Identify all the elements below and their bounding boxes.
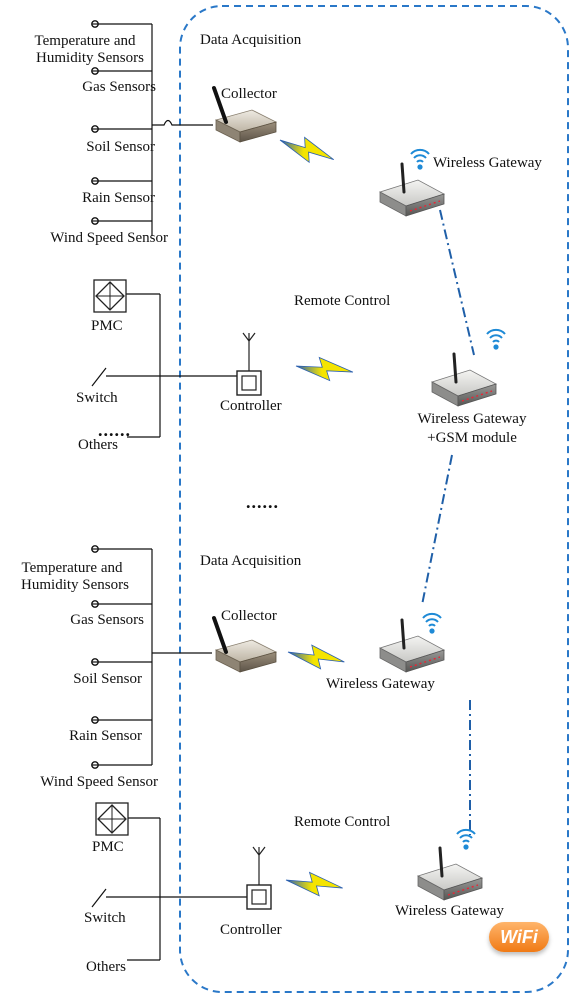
gsm-gateway-label-line2: +GSM module	[427, 430, 517, 446]
sensor-pin-temperature-1	[91, 20, 99, 28]
wifi-signal-icon-1	[410, 148, 430, 171]
sensor-bus-2	[95, 548, 212, 766]
pmc-label-1: PMC	[91, 318, 123, 334]
wireless-link-bolt-1	[277, 133, 337, 167]
others-label-2: Others	[86, 959, 126, 975]
separator-dots: ......	[246, 492, 279, 512]
sensor-label-wind: Wind Speed Sensor	[50, 230, 168, 246]
sensor-pin-gas-1	[91, 67, 99, 75]
network-boundary	[179, 5, 569, 993]
wireless-link-bolt-3	[287, 643, 345, 671]
gateway-label-2: Wireless Gateway	[326, 676, 435, 692]
sensor-pin-temperature-2	[91, 545, 99, 553]
wifi-signal-icon-3	[422, 612, 442, 635]
others-dots-1: ......	[98, 420, 131, 440]
collector-label-1: Collector	[221, 86, 277, 102]
sensor-pin-soil-1	[91, 125, 99, 133]
collector-label-2: Collector	[221, 608, 277, 624]
sensor-label-rain: Rain Sensor	[82, 190, 155, 206]
wireless-gateway-device-3	[416, 846, 484, 902]
wifi-signal-icon-4	[456, 828, 476, 851]
gateway-link-2	[421, 454, 453, 606]
controller-label-2: Controller	[220, 922, 282, 938]
remote-control-title-2: Remote Control	[294, 814, 391, 830]
gateway-link-1	[439, 209, 475, 356]
sensor-label-temperature-line1: Temperature and	[34, 33, 136, 49]
wifi-logo: WiFi	[489, 922, 549, 952]
switch-label-2: Switch	[84, 910, 126, 926]
controller-icon-2	[246, 846, 272, 910]
pmc-label-2: PMC	[92, 839, 124, 855]
sensor-label-temperature-line2-2: Humidity Sensors	[21, 577, 129, 593]
remote-control-title-1: Remote Control	[294, 293, 391, 309]
sensor-pin-rain-2	[91, 716, 99, 724]
pmc-icon-2	[95, 802, 129, 836]
sensor-pin-rain-1	[91, 177, 99, 185]
controller-label-1: Controller	[220, 398, 282, 414]
sensor-pin-gas-2	[91, 600, 99, 608]
sensor-label-rain-2: Rain Sensor	[69, 728, 142, 744]
control-bus-2	[91, 817, 247, 961]
wireless-link-bolt-4	[285, 869, 344, 899]
sensor-label-temperature-line2: Humidity Sensors	[36, 50, 144, 66]
controller-icon-1	[236, 332, 262, 396]
sensor-pin-soil-2	[91, 658, 99, 666]
sensor-label-soil-2: Soil Sensor	[73, 671, 142, 687]
sensor-bus-1	[95, 23, 213, 236]
gsm-gateway-device	[430, 352, 498, 408]
others-label-1: Others	[78, 437, 118, 453]
sensor-label-gas-2: Gas Sensors	[70, 612, 144, 628]
collector-device-2	[212, 616, 278, 674]
sensor-pin-wind-2	[91, 761, 99, 769]
gateway-label-1: Wireless Gateway	[433, 155, 542, 171]
gsm-gateway-label-line1: Wireless Gateway	[417, 411, 527, 427]
control-bus-1	[91, 293, 242, 438]
wireless-link-bolt-2	[294, 353, 354, 385]
sensor-label-gas: Gas Sensors	[82, 79, 156, 95]
gateway-label-3: Wireless Gateway	[395, 903, 504, 919]
wifi-signal-icon-2	[486, 328, 506, 351]
sensor-label-temperature-line1-2: Temperature and	[21, 560, 123, 576]
sensor-label-wind-2: Wind Speed Sensor	[40, 774, 158, 790]
sensor-label-soil: Soil Sensor	[86, 139, 155, 155]
data-acquisition-title-1: Data Acquisition	[200, 32, 302, 48]
switch-label-1: Switch	[76, 390, 118, 406]
wireless-gateway-device-2	[378, 618, 446, 674]
sensor-pin-wind-1	[91, 217, 99, 225]
pmc-icon-1	[93, 279, 127, 313]
data-acquisition-title-2: Data Acquisition	[200, 553, 302, 569]
